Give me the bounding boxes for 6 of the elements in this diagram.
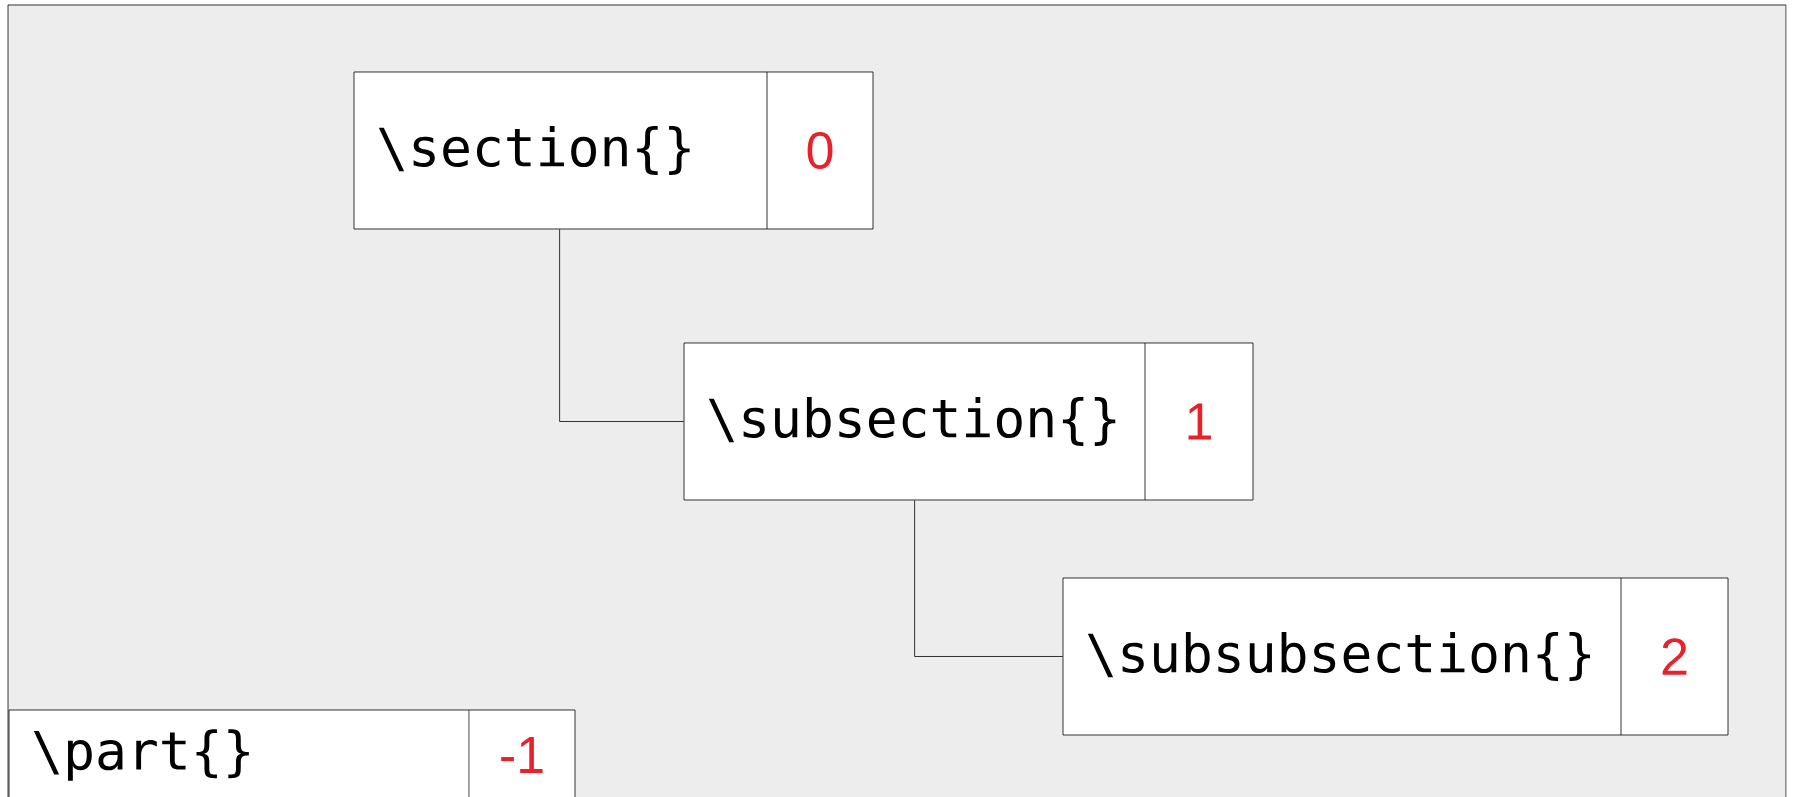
level-box: \section{} 0 xyxy=(353,71,874,230)
connector-line xyxy=(559,229,684,422)
level-box: \subsection{} 1 xyxy=(683,342,1254,501)
level-box: \part{} -1 xyxy=(8,709,576,797)
connector-line xyxy=(914,500,1063,657)
level-box: \subsubsection{} 2 xyxy=(1062,577,1729,736)
